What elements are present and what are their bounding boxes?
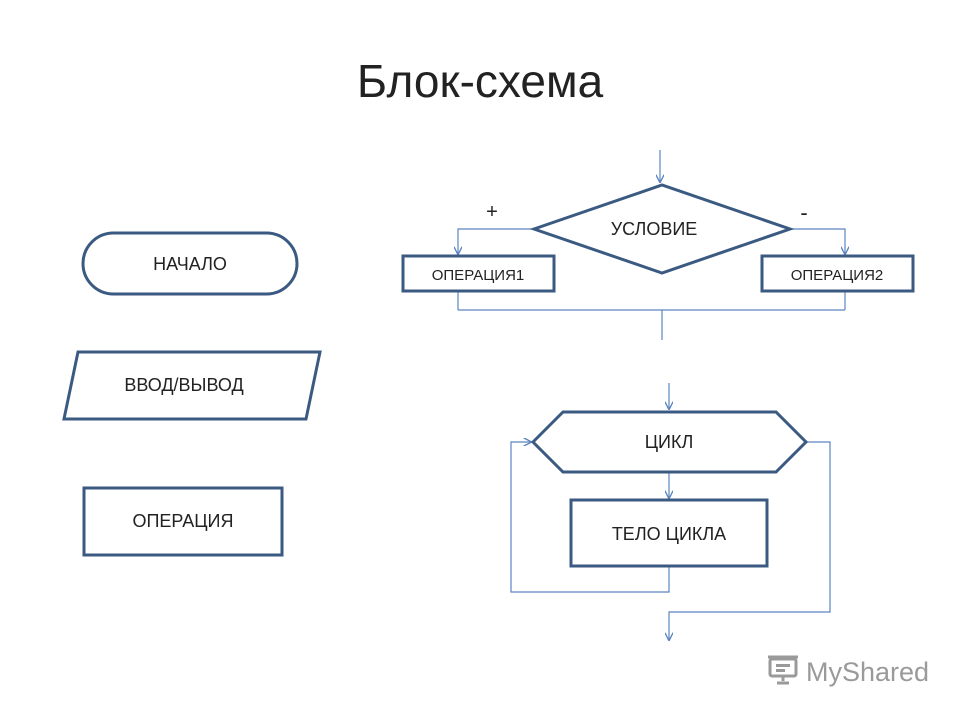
watermark-text: MyShared bbox=[806, 656, 930, 687]
operation1-box: ОПЕРАЦИЯ1 bbox=[401, 254, 556, 293]
watermark: MyShared bbox=[766, 654, 929, 690]
operation2-box: ОПЕРАЦИЯ2 bbox=[760, 254, 915, 293]
condition-label: УСЛОВИЕ bbox=[611, 219, 698, 239]
start-terminator: НАЧАЛО bbox=[81, 231, 299, 296]
start-label: НАЧАЛО bbox=[153, 254, 227, 274]
slide-title: Блок-схема bbox=[356, 55, 604, 107]
condition-diamond: УСЛОВИЕ bbox=[529, 183, 795, 275]
branch-connectors bbox=[458, 150, 845, 340]
branch-plus-label: + bbox=[486, 201, 498, 223]
operation2-label: ОПЕРАЦИЯ2 bbox=[791, 267, 884, 284]
io-label: ВВОД/ВЫВОД bbox=[124, 375, 243, 395]
loop-hexagon: ЦИКЛ bbox=[530, 410, 809, 474]
operation-rectangle: ОПЕРАЦИЯ bbox=[82, 486, 284, 557]
loop-connectors bbox=[510, 383, 831, 640]
loop-body-box: ТЕЛО ЦИКЛА bbox=[569, 498, 769, 568]
loop-header-label: ЦИКЛ bbox=[645, 432, 694, 452]
io-parallelogram: ВВОД/ВЫВОД bbox=[62, 350, 322, 421]
operation1-label: ОПЕРАЦИЯ1 bbox=[432, 267, 525, 284]
operation-label: ОПЕРАЦИЯ bbox=[132, 511, 233, 531]
presentation-screen-icon bbox=[766, 652, 800, 693]
branch-minus-label: - bbox=[800, 200, 807, 225]
loop-body-label: ТЕЛО ЦИКЛА bbox=[612, 524, 726, 544]
